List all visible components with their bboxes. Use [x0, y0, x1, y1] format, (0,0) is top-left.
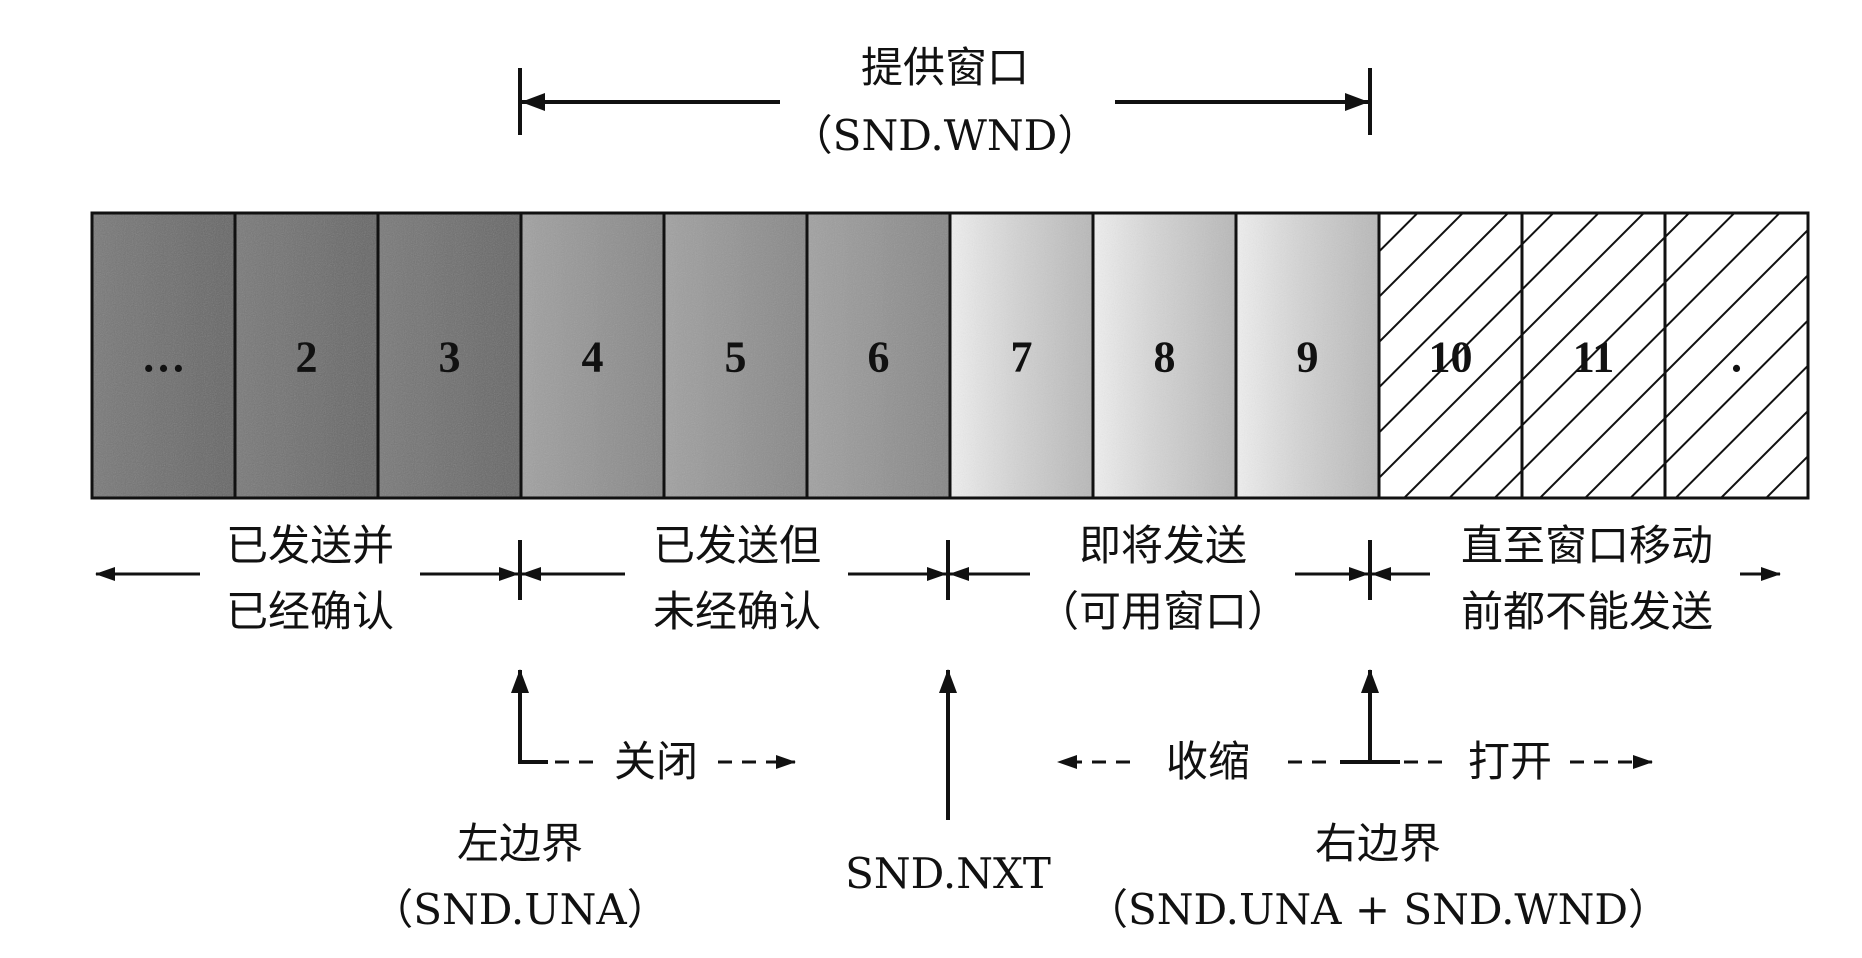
segment-cell-5: [664, 213, 807, 498]
segment-cell-11: [1522, 213, 1665, 498]
region-labels: 已发送并 已经确认 已发送但 未经确认 即将发送 （可用窗口） 直至窗口移动 前…: [95, 521, 1781, 636]
segment-cell-8: [1093, 213, 1236, 498]
offered-window-title: 提供窗口: [861, 43, 1029, 92]
region-acked-line2: 已经确认: [226, 587, 394, 636]
segment-cell-9: [1236, 213, 1379, 498]
region-blocked-line1: 直至窗口移动: [1461, 521, 1713, 570]
region-acked-line1: 已发送并: [226, 521, 394, 570]
segment-strip: … 2 3 4 5 6 7 8 9 10 11.: [90, 211, 1810, 500]
segment-label-2: 2: [296, 333, 318, 382]
shrink-label: 收缩: [1166, 737, 1250, 786]
segment-label-1: …: [142, 333, 186, 382]
open-label: 打开: [1468, 737, 1552, 786]
segment-cell-2: [235, 213, 378, 498]
segment-cell-4: [521, 213, 664, 498]
region-unacked-line1: 已发送但: [653, 521, 821, 570]
close-label: 关闭: [614, 737, 698, 786]
segment-label-3: 3: [439, 333, 461, 382]
segment-cell-6: [807, 213, 950, 498]
segment-cell-border-12: [1663, 211, 1810, 500]
segment-label-4: 4: [582, 333, 604, 382]
segment-cell-10: [1379, 213, 1522, 498]
left-edge-sublabel: （SND.UNA）: [371, 885, 669, 934]
pointers: 关闭 收缩 打开 左边界 （SND.UNA） SND.NXT 右边界 （SND.…: [371, 669, 1670, 934]
segment-cell-7: [950, 213, 1093, 498]
segment-label-7: 7: [1011, 333, 1033, 382]
region-usable-line2: （可用窗口）: [1037, 587, 1289, 636]
segment-label-12: .: [1731, 333, 1742, 382]
region-blocked-line2: 前都不能发送: [1461, 587, 1713, 636]
segment-label-8: 8: [1154, 333, 1176, 382]
left-edge-label: 左边界: [457, 819, 583, 868]
offered-window-subtitle: （SND.WND）: [791, 111, 1100, 160]
right-edge-label: 右边界: [1315, 819, 1441, 868]
segment-cell-12: [1665, 213, 1808, 498]
offered-window-header: 提供窗口 （SND.WND）: [518, 43, 1372, 160]
right-edge-sublabel: （SND.UNA + SND.WND）: [1086, 885, 1670, 934]
segment-label-10: 10: [1429, 333, 1473, 382]
segment-label-11: 11: [1573, 333, 1615, 382]
region-usable-line1: 即将发送: [1079, 521, 1247, 570]
region-unacked-line2: 未经确认: [653, 587, 821, 636]
segment-cell-3: [378, 213, 521, 498]
segment-label-9: 9: [1297, 333, 1319, 382]
snd-nxt-label: SND.NXT: [845, 849, 1051, 898]
segment-label-6: 6: [868, 333, 890, 382]
segment-cell-1: [92, 213, 235, 498]
segment-label-5: 5: [725, 333, 747, 382]
